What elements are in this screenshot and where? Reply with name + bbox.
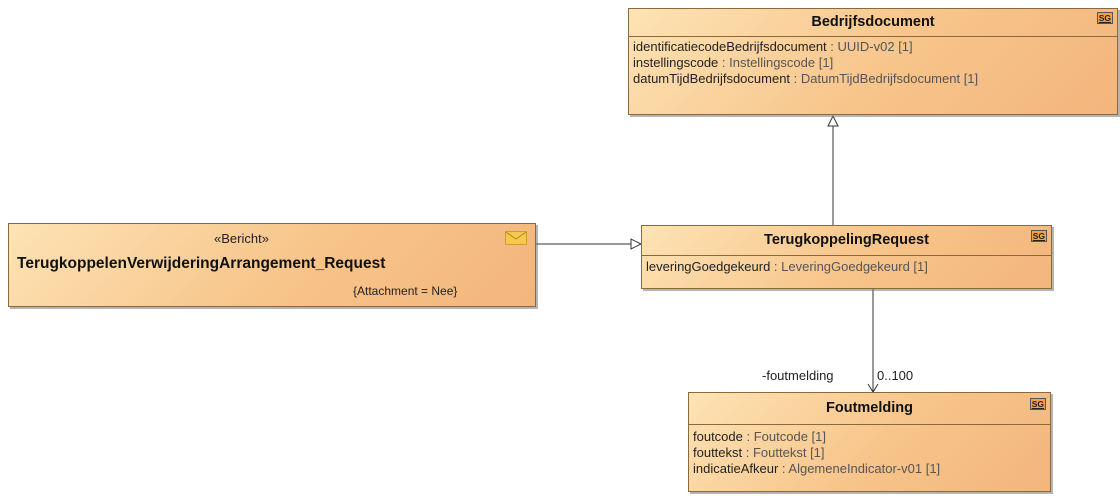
attribute-type: AlgemeneIndicator-v01 [1] (788, 461, 941, 476)
generalization-arrowhead-bedrijfsdocument (827, 114, 839, 127)
association-role: -foutmelding (762, 368, 834, 383)
attribute-name: identificatiecodeBedrijfsdocument (633, 39, 827, 54)
attribute-name: leveringGoedgekeurd (646, 259, 771, 274)
class-bedrijfsdocument[interactable]: Bedrijfsdocument SG identificatiecodeBed… (628, 8, 1118, 115)
class-terugkoppeling-request[interactable]: TerugkoppelingRequest SG leveringGoedgek… (641, 225, 1052, 289)
attribute-row: indicatieAfkeur : AlgemeneIndicator-v01 … (693, 461, 941, 476)
envelope-icon (505, 231, 527, 245)
attribute-name: instellingscode (633, 55, 719, 70)
attribute-list: leveringGoedgekeurd : LeveringGoedgekeur… (642, 256, 1051, 275)
generalization-arrowhead-message (630, 238, 643, 250)
class-name: Foutmelding (826, 400, 913, 416)
sg-badge-icon: SG (1096, 12, 1113, 24)
class-header: TerugkoppelingRequest SG (642, 226, 1051, 256)
attribute-type: LeveringGoedgekeurd [1] (781, 259, 928, 274)
attribute-row: identificatiecodeBedrijfsdocument : UUID… (633, 39, 913, 54)
message-stereotype: «Bericht» (214, 231, 269, 246)
class-name: Bedrijfsdocument (811, 14, 935, 30)
sg-badge-icon: SG (1029, 398, 1046, 410)
sg-badge-icon: SG (1030, 230, 1047, 242)
attribute-row: instellingscode : Instellingscode [1] (633, 55, 834, 70)
attribute-name: datumTijdBedrijfsdocument (633, 71, 791, 86)
attribute-type: Fouttekst [1] (752, 445, 825, 460)
class-foutmelding[interactable]: Foutmelding SG foutcode : Foutcode [1] f… (688, 392, 1051, 492)
attribute-row: fouttekst : Fouttekst [1] (693, 445, 825, 460)
attribute-type: Foutcode [1] (753, 429, 826, 444)
message-name: TerugkoppelenVerwijderingArrangement_Req… (17, 255, 386, 272)
attribute-row: leveringGoedgekeurd : LeveringGoedgekeur… (646, 259, 928, 274)
message-tag: {Attachment = Nee} (353, 284, 458, 298)
attribute-name: indicatieAfkeur (693, 461, 779, 476)
attribute-type: UUID-v02 [1] (837, 39, 913, 54)
attribute-list: foutcode : Foutcode [1] fouttekst : Fout… (689, 425, 1050, 477)
attribute-type: Instellingscode [1] (729, 55, 834, 70)
attribute-name: foutcode (693, 429, 743, 444)
class-header: Foutmelding SG (689, 393, 1050, 425)
attribute-row: datumTijdBedrijfsdocument : DatumTijdBed… (633, 71, 979, 86)
class-message[interactable]: «Bericht» TerugkoppelenVerwijderingArran… (8, 223, 536, 307)
attribute-name: fouttekst (693, 445, 743, 460)
association-multiplicity: 0..100 (877, 368, 914, 383)
class-header: Bedrijfsdocument SG (629, 9, 1117, 37)
attribute-list: identificatiecodeBedrijfsdocument : UUID… (629, 37, 1117, 87)
class-name: TerugkoppelingRequest (764, 232, 929, 248)
attribute-row: foutcode : Foutcode [1] (693, 429, 826, 444)
attribute-type: DatumTijdBedrijfsdocument [1] (800, 71, 979, 86)
